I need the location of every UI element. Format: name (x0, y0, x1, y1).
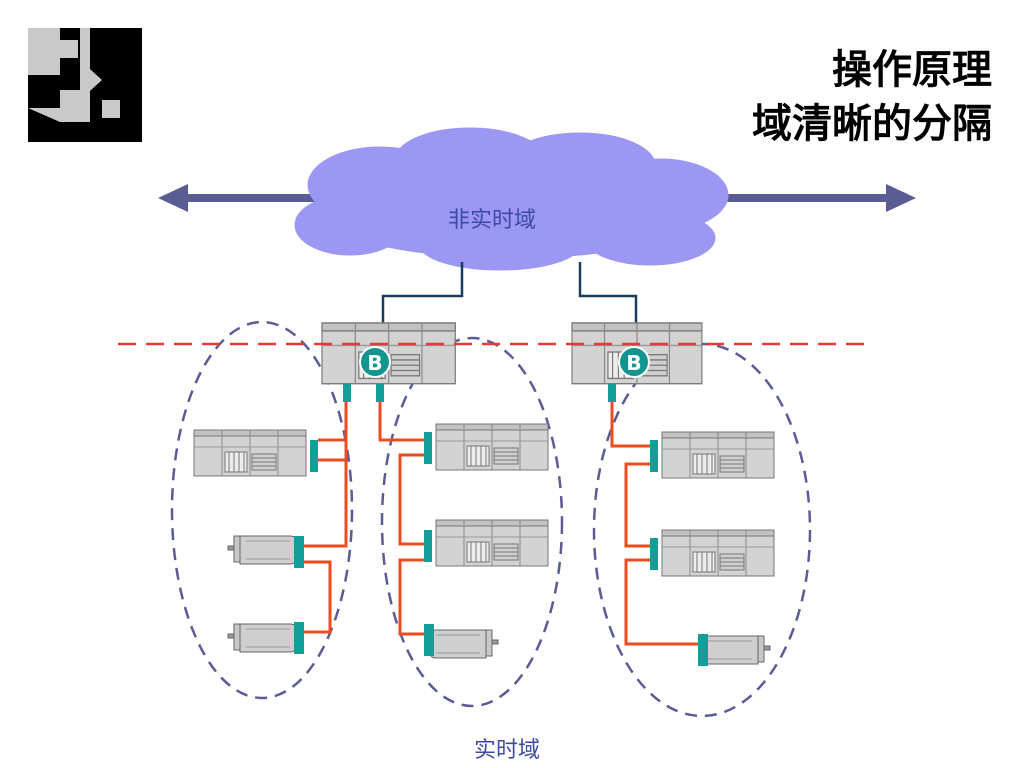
non-realtime-cloud (294, 127, 729, 271)
drive-unit-icon (650, 431, 775, 479)
bridge-badge-icon: B (359, 346, 391, 378)
logo-icon (28, 28, 142, 142)
realtime-links (302, 400, 706, 646)
bridge-badge-icon: B (618, 346, 650, 378)
network-link-right (578, 262, 638, 326)
drive-unit-icon (424, 423, 549, 471)
drive-unit-icon (650, 529, 775, 577)
arrow-left-icon (158, 184, 330, 212)
controller-right (571, 322, 703, 402)
network-link-left (381, 262, 464, 326)
arrow-right-icon (700, 184, 916, 212)
bridge-badge-label: B (626, 351, 641, 375)
motor-icon (698, 634, 771, 666)
controller-left (321, 322, 456, 402)
bridge-badge-label: B (367, 351, 382, 375)
drive-unit-icon (424, 519, 549, 567)
motor-icon (424, 624, 499, 659)
motor-icon (227, 535, 304, 568)
motor-icon (227, 622, 304, 654)
realtime-domain-label: 实时域 (474, 738, 541, 763)
drive-unit-icon (193, 429, 318, 477)
non-realtime-domain-label: 非实时域 (448, 208, 537, 233)
page-title-line-1: 操作原理 (832, 46, 992, 93)
page-title-line-2: 域清晰的分隔 (752, 100, 992, 147)
